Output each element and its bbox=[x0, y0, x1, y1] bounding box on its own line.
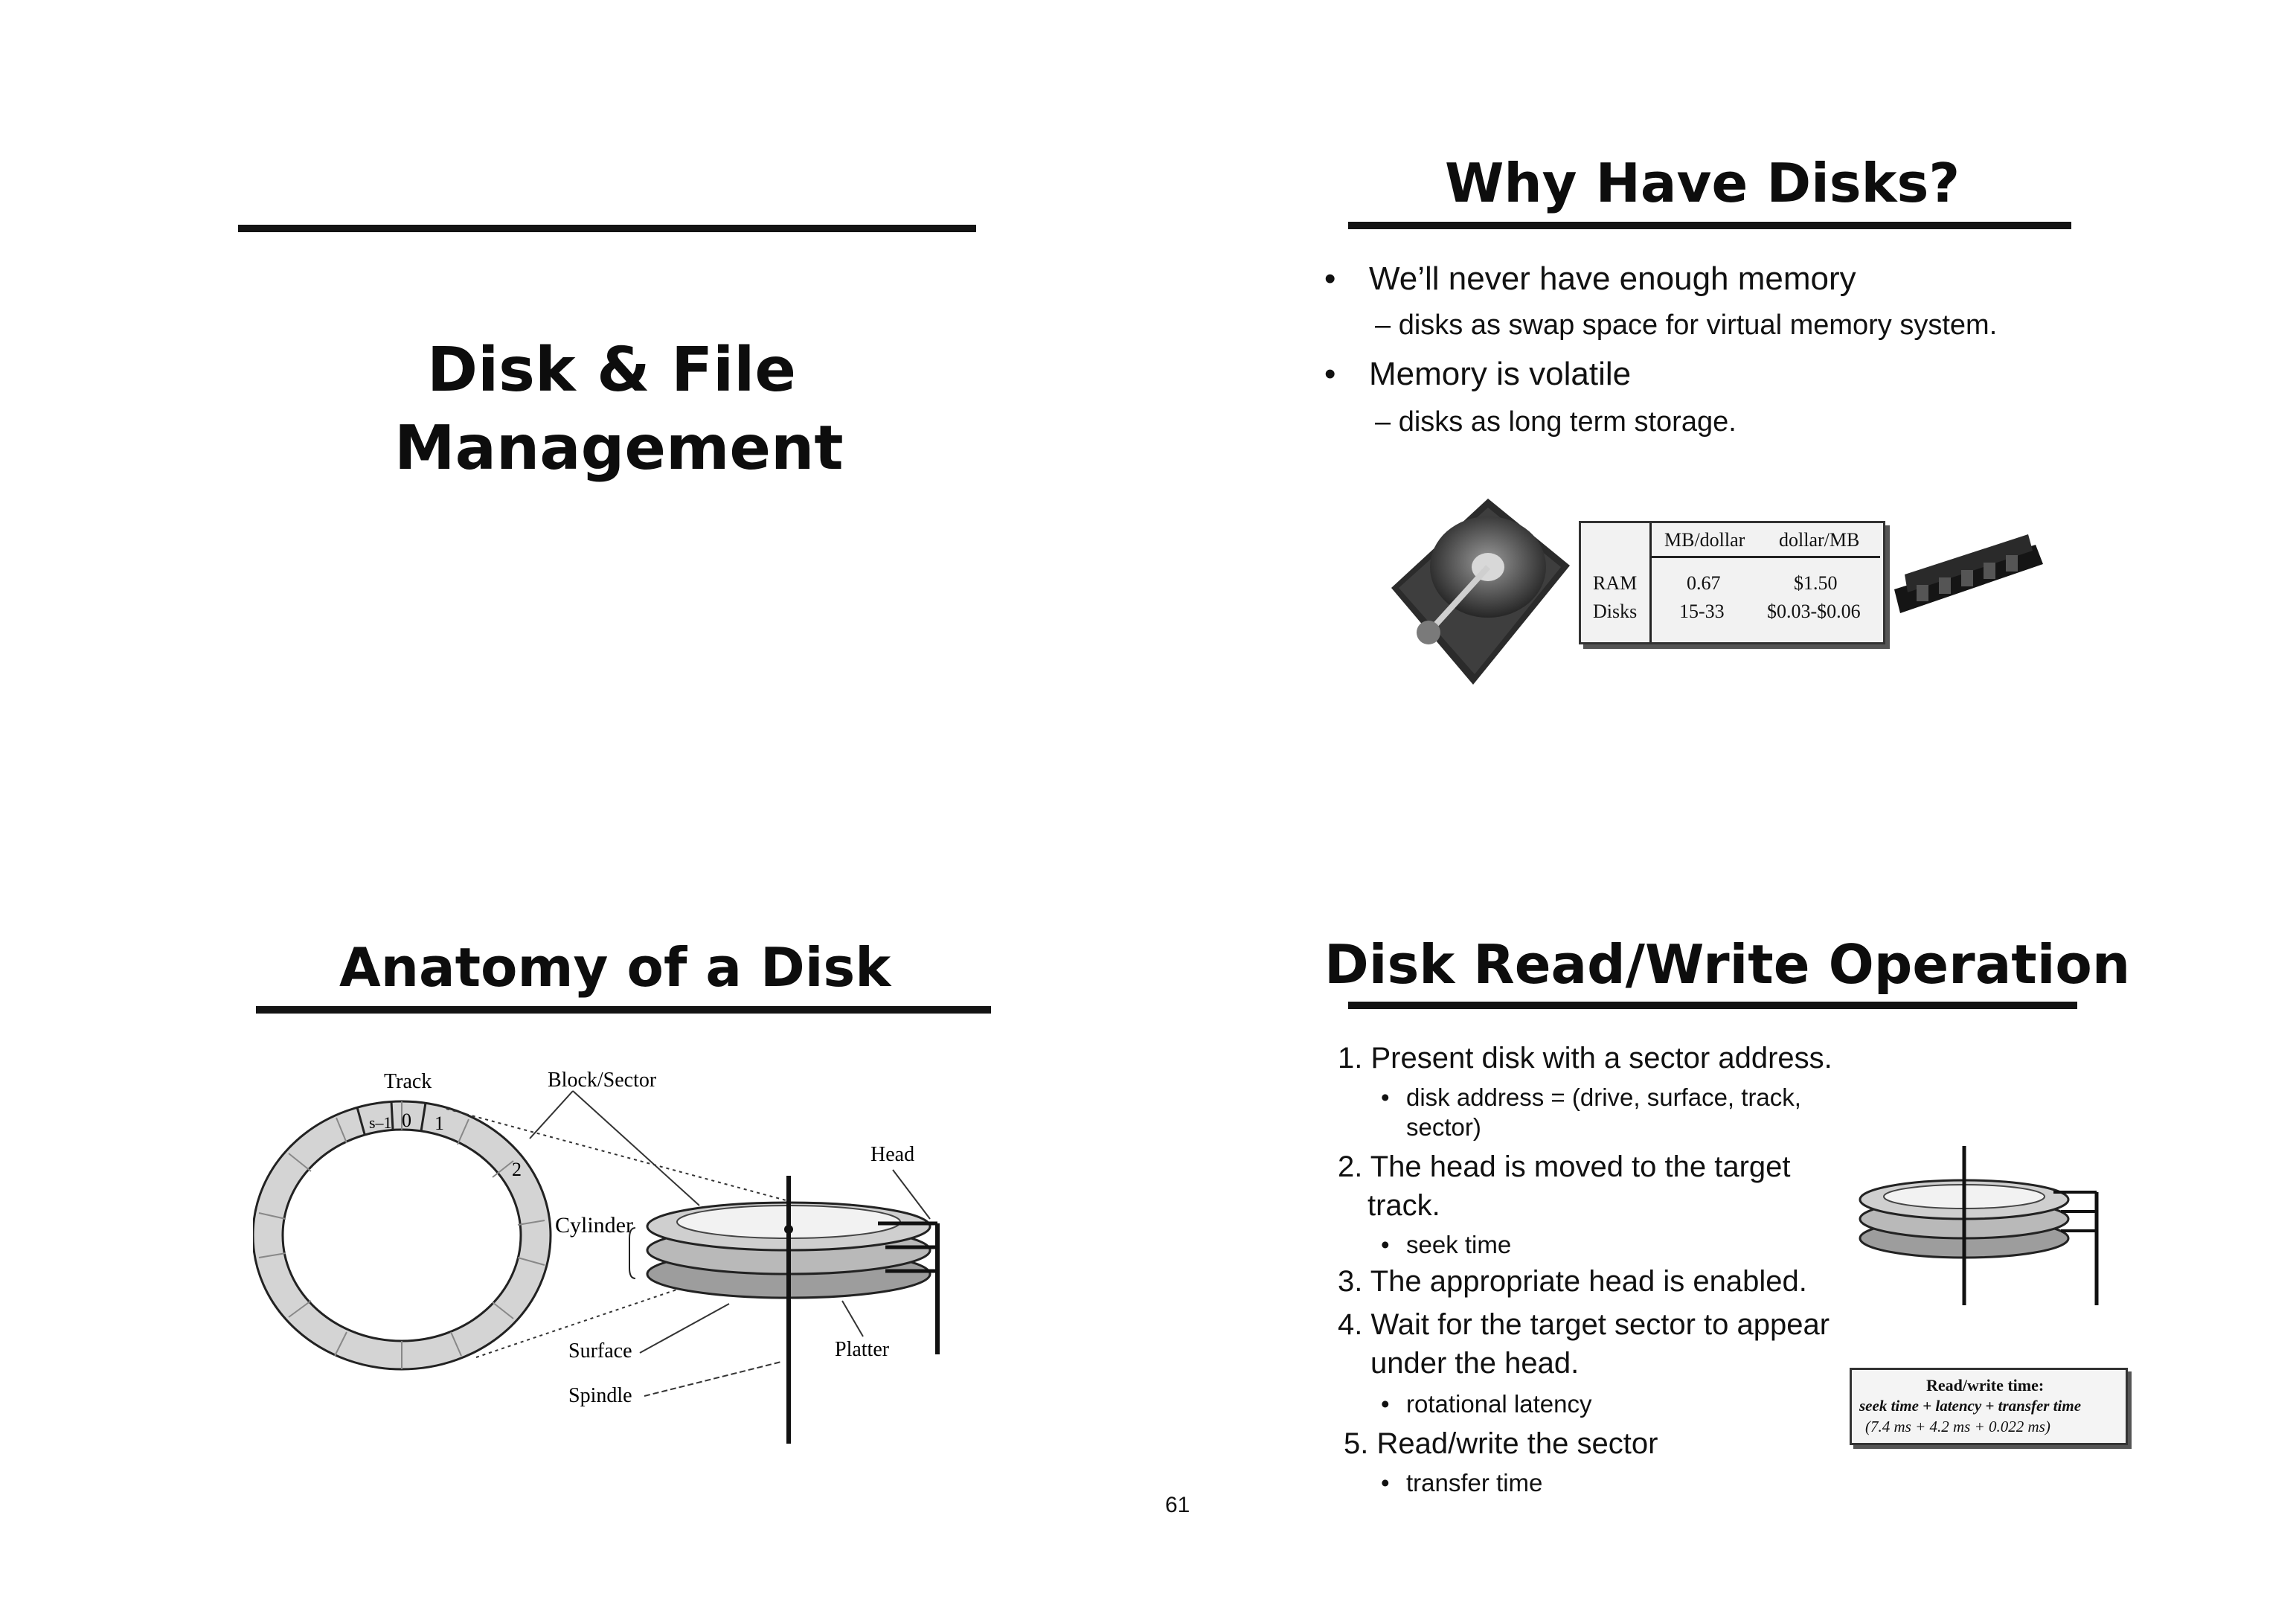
row-disks-mb-per-dollar: 15-33 bbox=[1679, 601, 1725, 622]
bullet-2-sub: – disks as long term storage. bbox=[1375, 406, 1737, 438]
header-dollar-per-mb: dollar/MB bbox=[1779, 529, 1860, 551]
block-sector-label: Block/Sector bbox=[548, 1069, 657, 1092]
track-ring bbox=[253, 1100, 552, 1371]
page-number: 61 bbox=[1165, 1493, 1190, 1517]
step-2-line2: track. bbox=[1367, 1189, 1440, 1222]
bullet-1: •We’ll never have enough memory bbox=[1324, 260, 1856, 297]
step-2-sub-1: •seek time bbox=[1381, 1231, 1512, 1258]
ram-module-image bbox=[1894, 534, 2043, 613]
sector-2-label: 2 bbox=[512, 1159, 522, 1180]
row-ram-mb-per-dollar: 0.67 bbox=[1687, 572, 1721, 594]
spindle-label: Spindle bbox=[568, 1384, 632, 1407]
bullet-1-sub: – disks as swap space for virtual memory… bbox=[1375, 310, 1998, 341]
slide4-title: Disk Read/Write Operation bbox=[1324, 933, 2131, 996]
track-label: Track bbox=[384, 1070, 432, 1093]
step-4-sub-1: •rotational latency bbox=[1381, 1390, 1592, 1418]
title-rule bbox=[1348, 222, 2071, 229]
sector-s-minus-1-label: s–1 bbox=[369, 1113, 392, 1132]
timing-line-3: (7.4 ms + 4.2 ms + 0.022 ms) bbox=[1865, 1418, 2050, 1435]
row-ram-dollar-per-mb: $1.50 bbox=[1794, 572, 1838, 594]
step-4-line2: under the head. bbox=[1370, 1347, 1580, 1380]
bullet-dot: • bbox=[1324, 356, 1336, 392]
timing-line-2: seek time + latency + transfer time bbox=[1859, 1397, 2082, 1415]
bullet-2: •Memory is volatile bbox=[1324, 356, 1632, 392]
step-5-sub-1: •transfer time bbox=[1381, 1469, 1543, 1496]
timing-box: Read/write time: seek time + latency + t… bbox=[1850, 1368, 2128, 1445]
step-4: 4. Wait for the target sector to appear bbox=[1338, 1308, 1830, 1341]
cylinder-label: Cylinder bbox=[555, 1213, 633, 1238]
bullet-dot: • bbox=[1324, 260, 1336, 297]
title-rule bbox=[238, 225, 976, 232]
slide1-title-line2: Management bbox=[394, 413, 844, 484]
step-1: 1. Present disk with a sector address. bbox=[1338, 1042, 1832, 1075]
disk-anatomy-diagram: Track Block/Sector s–1 0 1 2 bbox=[253, 1069, 940, 1444]
platter-stack bbox=[646, 1176, 940, 1444]
surface-label: Surface bbox=[568, 1339, 632, 1363]
step-1-sub-1: •disk address = (drive, surface, track, bbox=[1381, 1083, 1801, 1111]
title-rule bbox=[1348, 1002, 2077, 1009]
step-1-sub-2: sector) bbox=[1406, 1113, 1481, 1141]
step-3: 3. The appropriate head is enabled. bbox=[1338, 1265, 1807, 1298]
platter-label: Platter bbox=[835, 1338, 890, 1361]
sector-1-label: 1 bbox=[434, 1113, 444, 1134]
slide3-title: Anatomy of a Disk bbox=[339, 936, 891, 999]
hard-disk-image bbox=[1391, 499, 1570, 685]
row-disks-dollar-per-mb: $0.03-$0.06 bbox=[1767, 601, 1861, 622]
row-ram-label: RAM bbox=[1593, 572, 1638, 594]
timing-line-1: Read/write time: bbox=[1926, 1376, 2045, 1395]
step-5: 5. Read/write the sector bbox=[1344, 1427, 1658, 1460]
slide1-title-line1: Disk & File bbox=[427, 335, 796, 406]
disk-stack-image bbox=[1859, 1146, 2099, 1305]
header-mb-per-dollar: MB/dollar bbox=[1664, 529, 1745, 551]
title-rule bbox=[256, 1006, 991, 1014]
slide2-title: Why Have Disks? bbox=[1445, 152, 1960, 214]
row-disks-label: Disks bbox=[1593, 601, 1638, 622]
sector-0-label: 0 bbox=[402, 1110, 411, 1131]
cost-table: MB/dollar dollar/MB RAM 0.67 $1.50 Disks… bbox=[1579, 521, 1885, 644]
head-label: Head bbox=[870, 1143, 914, 1166]
step-2: 2. The head is moved to the target bbox=[1338, 1150, 1791, 1183]
